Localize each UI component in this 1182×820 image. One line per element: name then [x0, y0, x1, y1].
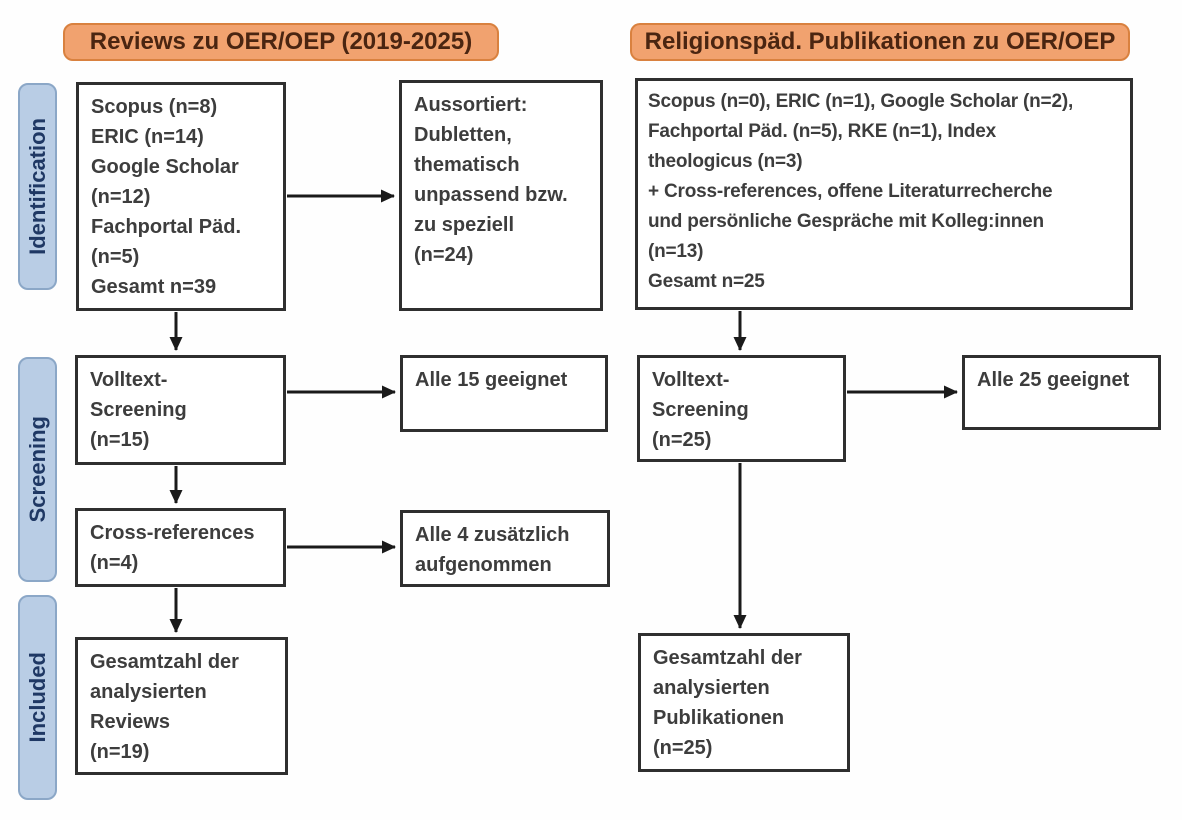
- box-left-identification-sources: Scopus (n=8) ERIC (n=14) Google Scholar …: [76, 82, 286, 311]
- stage-label-identification-text: Identification: [24, 118, 50, 255]
- stage-label-included: Included: [18, 595, 57, 800]
- stage-label-identification: Identification: [18, 83, 57, 290]
- box-right-screening-result: Alle 25 geeignet: [962, 355, 1161, 430]
- stage-label-included-text: Included: [24, 652, 50, 743]
- box-left-crossreferences-result: Alle 4 zusätzlich aufgenommen: [400, 510, 610, 587]
- stage-label-screening: Screening: [18, 357, 57, 582]
- box-left-fulltext-screening: Volltext- Screening (n=15): [75, 355, 286, 465]
- box-left-screening-result: Alle 15 geeignet: [400, 355, 608, 432]
- column-header-reviews: Reviews zu OER/OEP (2019-2025): [63, 23, 499, 61]
- column-header-religionspaed: Religionspäd. Publikationen zu OER/OEP: [630, 23, 1130, 61]
- box-right-fulltext-screening: Volltext- Screening (n=25): [637, 355, 846, 462]
- box-right-identification-sources: Scopus (n=0), ERIC (n=1), Google Scholar…: [635, 78, 1133, 310]
- box-left-excluded: Aussortiert: Dubletten, thematisch unpas…: [399, 80, 603, 311]
- box-left-included-total: Gesamtzahl der analysierten Reviews (n=1…: [75, 637, 288, 775]
- box-right-included-total: Gesamtzahl der analysierten Publikatione…: [638, 633, 850, 772]
- stage-label-screening-text: Screening: [24, 416, 50, 523]
- box-left-crossreferences: Cross-references (n=4): [75, 508, 286, 587]
